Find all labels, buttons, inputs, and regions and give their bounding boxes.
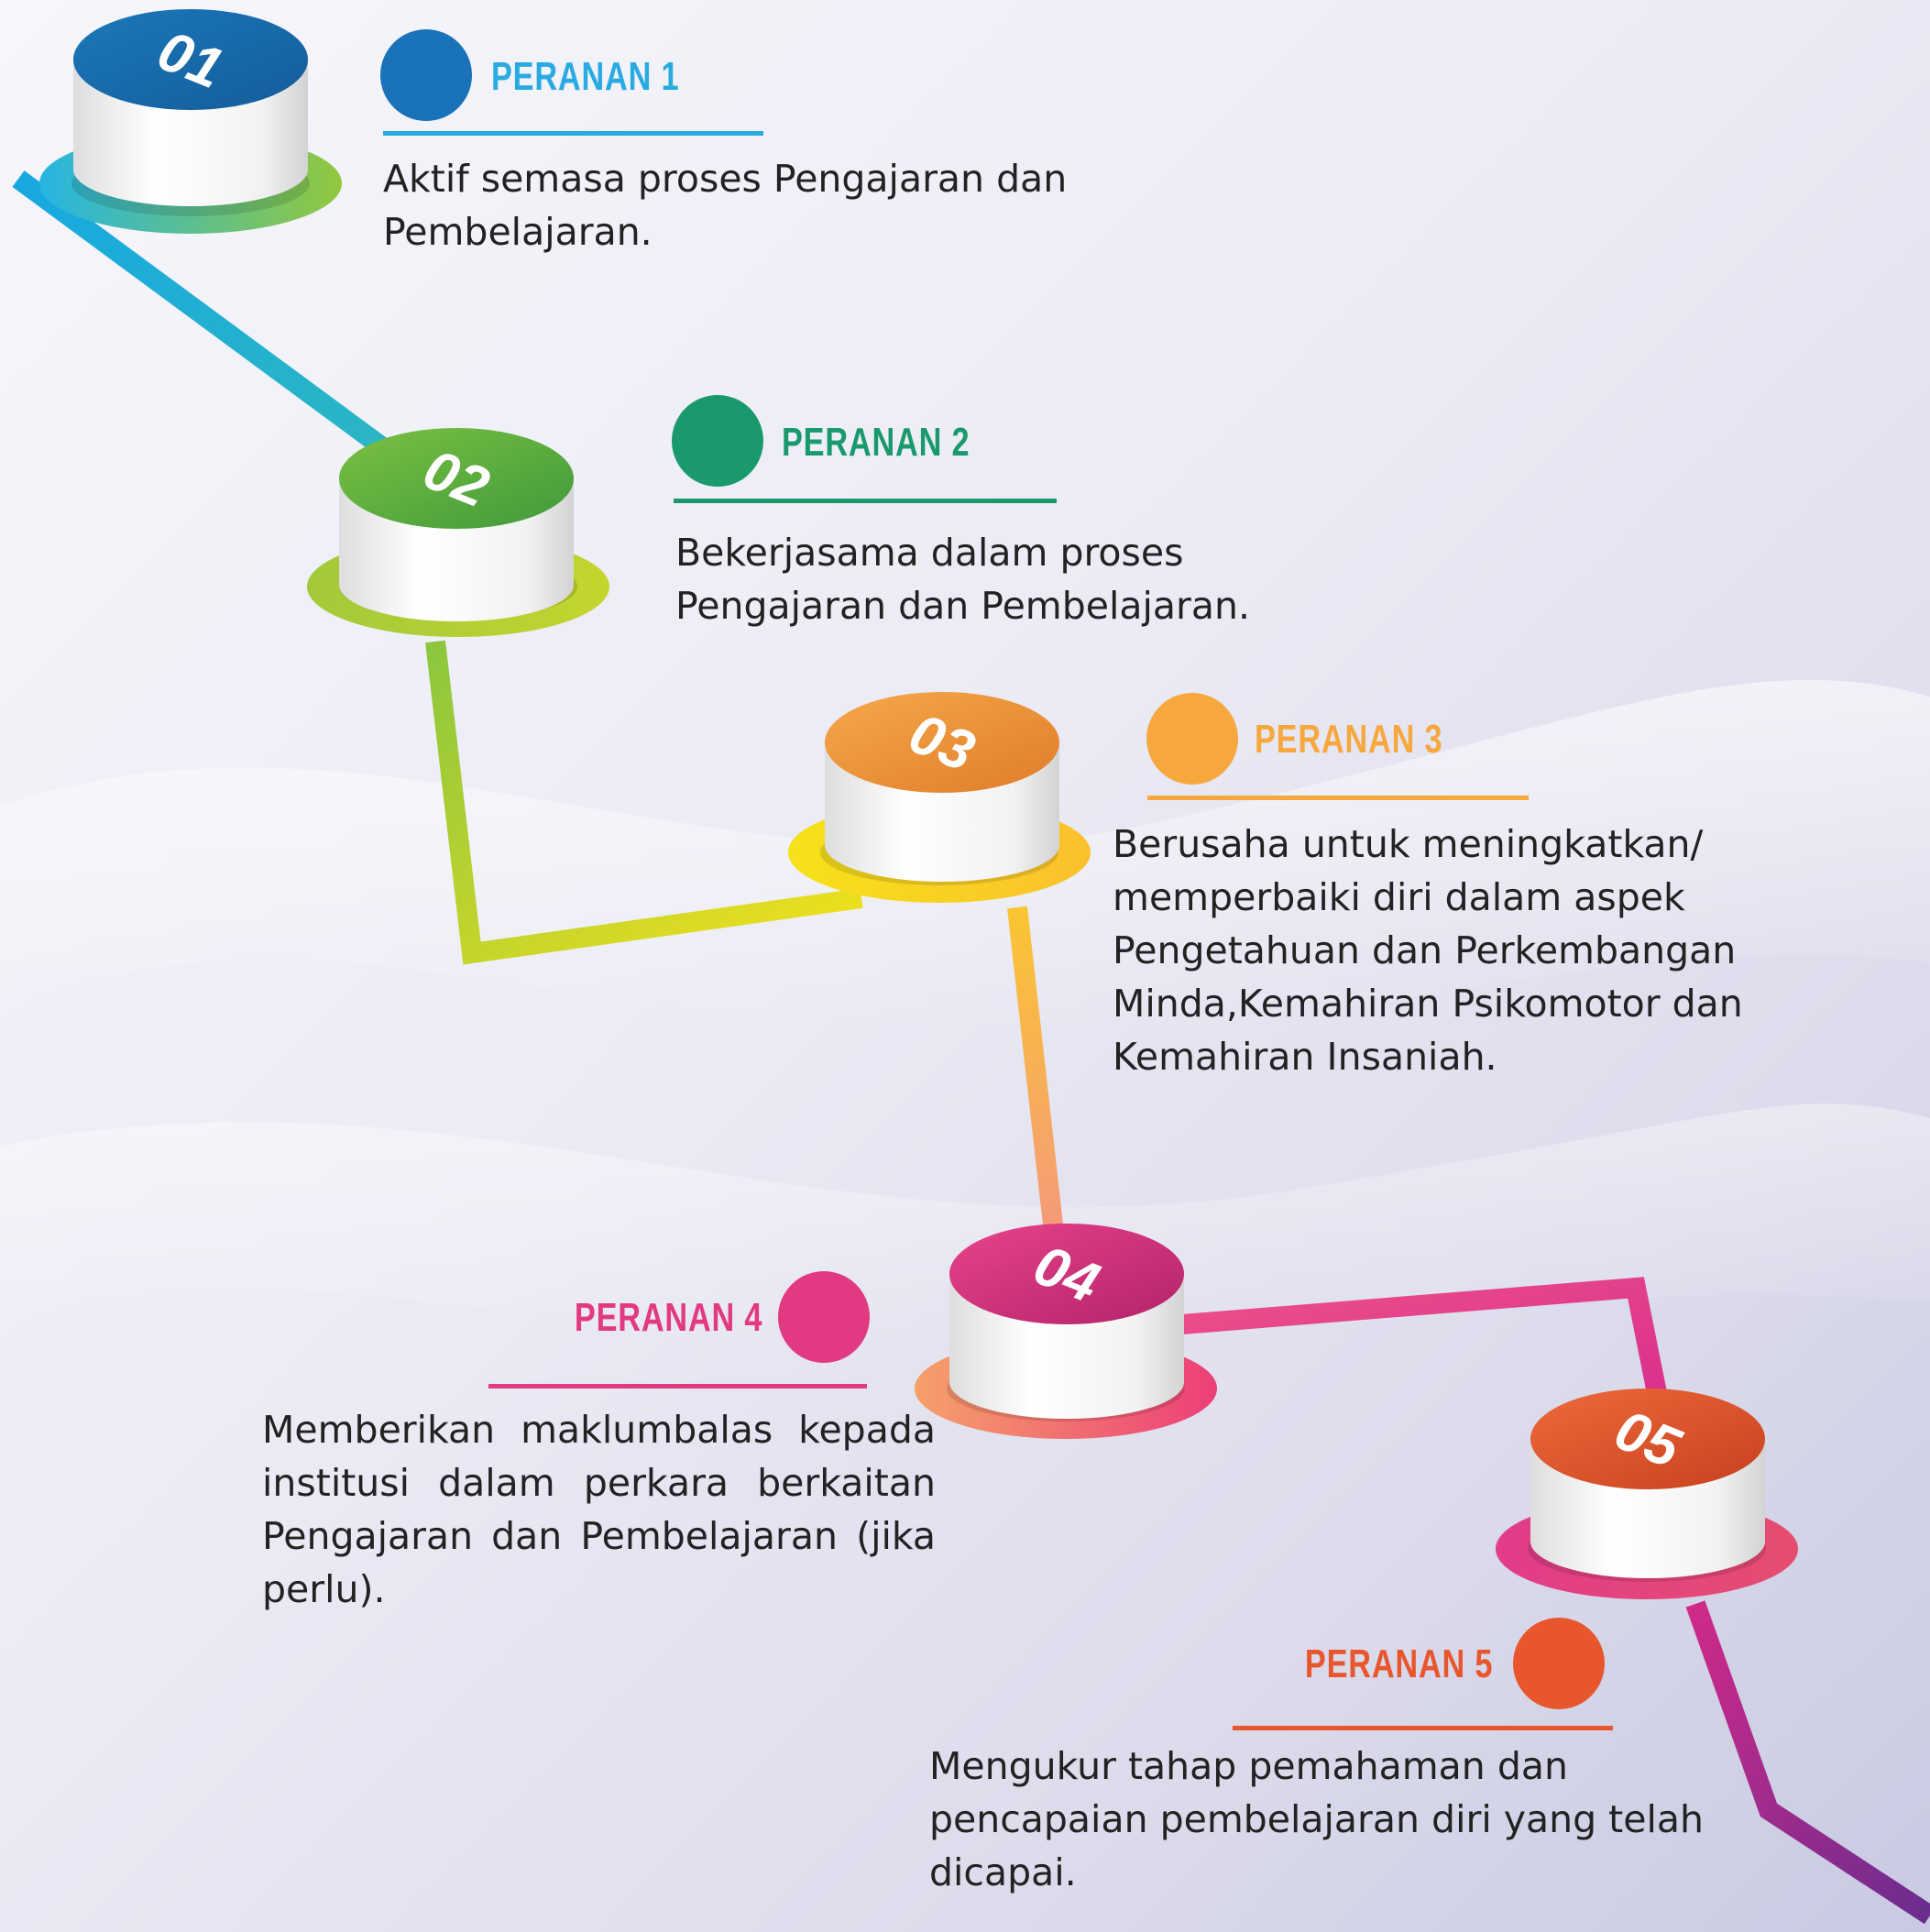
role-underline — [383, 131, 763, 136]
role-5-title: PERANAN 5 — [1304, 1641, 1493, 1686]
role-3-title: PERANAN 3 — [1255, 717, 1443, 762]
path-segment — [1007, 906, 1064, 1235]
node-top — [339, 428, 574, 529]
step-node-05: 05 — [1496, 1389, 1798, 1599]
role-underline — [488, 1384, 867, 1389]
path-segment — [12, 170, 391, 457]
role-4-marker — [488, 1271, 870, 1389]
role-dot — [380, 29, 472, 121]
role-1-title: PERANAN 1 — [491, 54, 680, 99]
role-3-description: Berusaha untuk meningkatkan/ memperbaiki… — [1113, 822, 1743, 1079]
role-5-description: Mengukur tahap pemahaman dan pencapaian … — [929, 1744, 1704, 1894]
timeline-path — [12, 170, 1930, 1925]
node-top — [825, 692, 1059, 793]
step-node-03: 03 — [788, 692, 1091, 903]
role-dot — [1146, 693, 1238, 785]
role-2-title: PERANAN 2 — [782, 420, 970, 465]
node-top — [949, 1224, 1184, 1324]
role-4-title: PERANAN 4 — [574, 1295, 762, 1340]
role-underline — [674, 499, 1057, 503]
role-2-description: Bekerjasama dalam proses Pengajaran dan … — [675, 531, 1251, 628]
path-segment — [1181, 1277, 1673, 1428]
role-4-description: Memberikan maklumbalas kepada institusi … — [262, 1408, 936, 1611]
role-underline — [1147, 796, 1529, 800]
node-top — [73, 9, 308, 110]
background-wave — [0, 1103, 1930, 1353]
role-2-marker — [672, 395, 1057, 503]
role-1-marker — [380, 29, 763, 136]
role-3-marker — [1146, 693, 1529, 800]
path-segment — [1685, 1600, 1930, 1925]
node-top — [1530, 1389, 1765, 1489]
step-node-01: 01 — [39, 9, 342, 234]
role-dot — [672, 395, 763, 487]
role-underline — [1233, 1726, 1613, 1730]
role-5-marker — [1233, 1618, 1613, 1730]
step-node-04: 04 — [915, 1224, 1217, 1439]
step-node-02: 02 — [307, 428, 609, 637]
path-segment — [425, 640, 863, 965]
role-1-description: Aktif semasa proses Pengajaran dan Pembe… — [383, 157, 1068, 254]
role-dot — [1513, 1618, 1605, 1709]
role-dot — [778, 1271, 870, 1363]
